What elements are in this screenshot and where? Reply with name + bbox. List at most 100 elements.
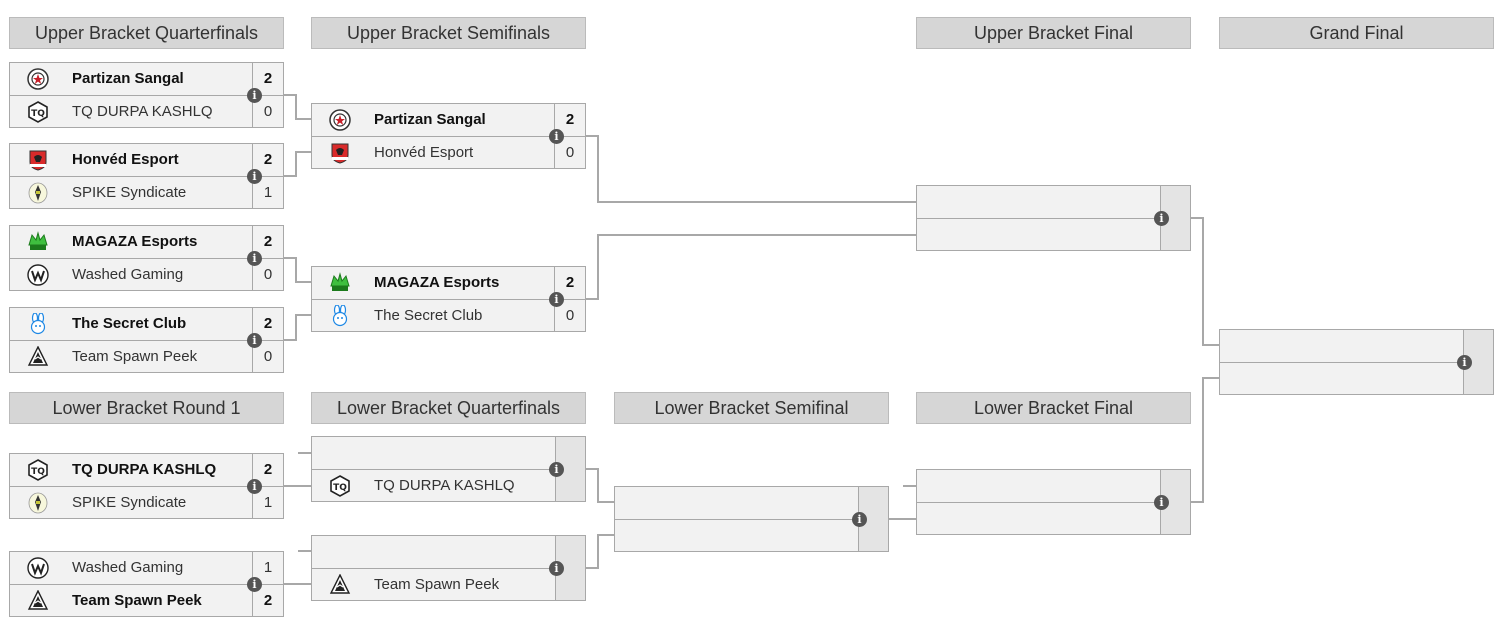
match-grand-final[interactable]: i	[1219, 329, 1494, 395]
team-name: Washed Gaming	[72, 266, 184, 283]
match-upper-bracket-final[interactable]: i	[916, 185, 1191, 251]
header-upper-bracket-semifinals: Upper Bracket Semifinals	[311, 17, 586, 49]
team-row-top[interactable]: TQ TQ DURPA KASHLQ 2	[10, 454, 283, 487]
header-upper-bracket-quarterfinals: Upper Bracket Quarterfinals	[9, 17, 284, 49]
team-name: MAGAZA Esports	[374, 274, 500, 291]
match-info-icon[interactable]: i	[549, 129, 564, 144]
header-upper-bracket-final: Upper Bracket Final	[916, 17, 1191, 49]
match-info-icon[interactable]: i	[852, 512, 867, 527]
spike-logo-icon	[28, 492, 48, 514]
team-row-bot[interactable]	[917, 503, 1190, 535]
partizan-logo-icon	[329, 109, 351, 131]
connector-line-8	[1191, 377, 1219, 503]
team-row-top[interactable]: MAGAZA Esports 2	[312, 267, 585, 300]
team-score: 2	[252, 308, 283, 340]
match-info-icon[interactable]: i	[247, 169, 262, 184]
team-score: 0	[554, 137, 585, 169]
team-row-top[interactable]	[312, 437, 585, 470]
team-name: TQ DURPA KASHLQ	[72, 461, 217, 478]
connector-line-6	[586, 234, 916, 300]
honved-logo-icon	[29, 150, 47, 171]
header-lower-bracket-quarterfinals: Lower Bracket Quarterfinals	[311, 392, 586, 424]
team-score: 2	[554, 267, 585, 299]
team-row-top[interactable]	[917, 470, 1190, 503]
match-info-icon[interactable]: i	[247, 88, 262, 103]
team-name: SPIKE Syndicate	[72, 494, 187, 511]
match-info-icon[interactable]: i	[247, 251, 262, 266]
team-score: 1	[252, 552, 283, 584]
match-info-icon[interactable]: i	[1154, 495, 1169, 510]
washed-logo-icon	[27, 264, 49, 286]
team-row-bot[interactable]	[615, 520, 888, 552]
match-info-icon[interactable]: i	[549, 292, 564, 307]
svg-text:TQ: TQ	[31, 109, 45, 119]
connector-line-7	[1191, 217, 1219, 346]
team-name: The Secret Club	[374, 307, 483, 324]
team-name: Team Spawn Peek	[72, 348, 198, 365]
match-info-icon[interactable]: i	[247, 333, 262, 348]
team-name: The Secret Club	[72, 315, 187, 332]
match-info-icon[interactable]: i	[1457, 355, 1472, 370]
team-row-top[interactable]	[917, 186, 1190, 219]
team-row-bot[interactable]	[1220, 363, 1493, 395]
spike-logo-icon	[28, 182, 48, 204]
match-info-icon[interactable]: i	[1154, 211, 1169, 226]
match-lower-bracket-final[interactable]: i	[916, 469, 1191, 535]
team-row-top[interactable]	[615, 487, 888, 520]
connector-line-5	[586, 135, 916, 203]
team-name: Honvéd Esport	[72, 151, 179, 168]
match-info-icon[interactable]: i	[549, 462, 564, 477]
team-row-bot[interactable]: Team Spawn Peek 0	[10, 341, 283, 373]
tq-logo-icon: TQ	[28, 459, 48, 481]
team-score: 2	[252, 454, 283, 486]
secret-club-logo-icon	[332, 305, 348, 327]
team-score: 0	[252, 341, 283, 373]
washed-logo-icon	[27, 557, 49, 579]
team-score: 2	[554, 104, 585, 136]
magaza-logo-icon	[28, 231, 48, 250]
team-row-bot[interactable]: Honvéd Esport 0	[312, 137, 585, 169]
tq-logo-icon: TQ	[330, 475, 350, 497]
team-name: Honvéd Esport	[374, 144, 474, 161]
team-row-top[interactable]	[312, 536, 585, 569]
team-row-bot[interactable]	[917, 219, 1190, 251]
match-lower-bracket-semifinal[interactable]: i	[614, 486, 889, 552]
connector-line-1	[284, 94, 311, 120]
secret-club-logo-icon	[30, 313, 46, 335]
team-row-top[interactable]	[1220, 330, 1493, 363]
connector-line-13	[586, 468, 614, 503]
match-info-icon[interactable]: i	[247, 577, 262, 592]
team-name: Team Spawn Peek	[72, 592, 202, 609]
match-info-icon[interactable]: i	[549, 561, 564, 576]
team-row-top[interactable]: The Secret Club 2	[10, 308, 283, 341]
team-row-bot[interactable]: Team Spawn Peek	[312, 569, 585, 601]
match-info-icon[interactable]: i	[247, 479, 262, 494]
spawn-peek-logo-icon	[27, 346, 49, 366]
partizan-logo-icon	[27, 68, 49, 90]
connector-line-4	[284, 314, 311, 341]
magaza-logo-icon	[330, 272, 350, 291]
